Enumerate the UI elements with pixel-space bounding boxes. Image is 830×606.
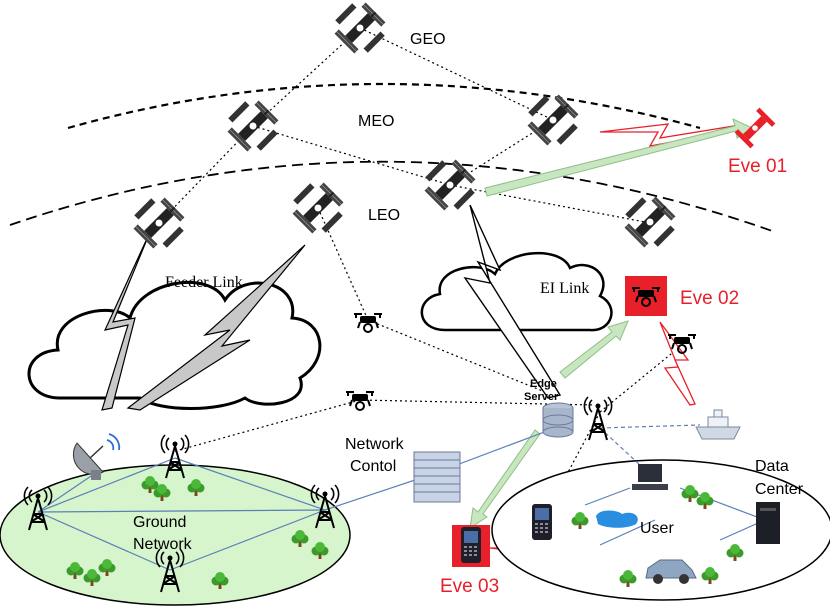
ei-link-label: EI Link bbox=[540, 280, 589, 297]
cell-tower-icon bbox=[583, 396, 613, 441]
data-label: Data bbox=[755, 458, 789, 475]
ground-network-label: Network bbox=[133, 536, 193, 553]
blue-links bbox=[37, 424, 766, 571]
eve01-label: Eve 01 bbox=[728, 156, 787, 177]
ei-lightning bbox=[463, 204, 562, 399]
satellite-dish-icon bbox=[72, 433, 121, 480]
water-icon bbox=[596, 510, 638, 528]
ship-icon bbox=[695, 409, 741, 440]
data-center-area bbox=[491, 459, 830, 601]
eve03-label: Eve 03 bbox=[440, 576, 499, 597]
feeder-link-label: Feeder Link bbox=[165, 274, 243, 291]
leo-satellite-2-icon bbox=[291, 181, 345, 235]
network-control-label-1: Network bbox=[345, 436, 405, 453]
desktop-computer-icon bbox=[632, 464, 668, 490]
meo-label: MEO bbox=[358, 113, 394, 130]
left-cloud bbox=[27, 280, 322, 410]
server-label: Server bbox=[524, 391, 559, 403]
leo-satellite-3-icon bbox=[423, 158, 477, 212]
ground-label: Ground bbox=[133, 514, 186, 531]
eve01-satellite-icon bbox=[734, 107, 776, 149]
eve02-label: Eve 02 bbox=[680, 288, 739, 309]
leo-satellite-4-icon bbox=[623, 195, 677, 249]
right-cloud bbox=[420, 251, 613, 332]
mobile-phone-icon bbox=[532, 504, 552, 540]
leo-label: LEO bbox=[368, 207, 400, 224]
eve03-phone-icon bbox=[452, 525, 490, 567]
network-control-label-2: Contol bbox=[350, 458, 396, 475]
geo-satellite-icon bbox=[333, 1, 387, 55]
meo-satellite-right-icon bbox=[526, 93, 580, 147]
drone-icon bbox=[345, 391, 375, 411]
feeder-lightning-1 bbox=[101, 231, 151, 411]
geo-orbit-arc bbox=[67, 82, 701, 130]
green-arrows bbox=[469, 118, 754, 530]
drone-icon bbox=[353, 313, 383, 333]
center-label: Center bbox=[755, 481, 804, 498]
network-control-server-icon bbox=[413, 451, 461, 503]
edge-label: Edge bbox=[530, 378, 557, 390]
edge-server-icon bbox=[542, 402, 574, 438]
eve02-red-lightning bbox=[659, 321, 696, 406]
leo-satellite-1-icon bbox=[132, 196, 186, 250]
feeder-lightning-2 bbox=[126, 244, 306, 411]
meo-orbit-arc bbox=[9, 160, 776, 233]
car-icon bbox=[645, 559, 697, 584]
user-label: User bbox=[640, 520, 674, 537]
dotted-links bbox=[158, 27, 683, 511]
eve02-drone-icon bbox=[625, 276, 667, 316]
geo-label: GEO bbox=[410, 31, 446, 48]
tower-pc-icon bbox=[756, 502, 780, 544]
